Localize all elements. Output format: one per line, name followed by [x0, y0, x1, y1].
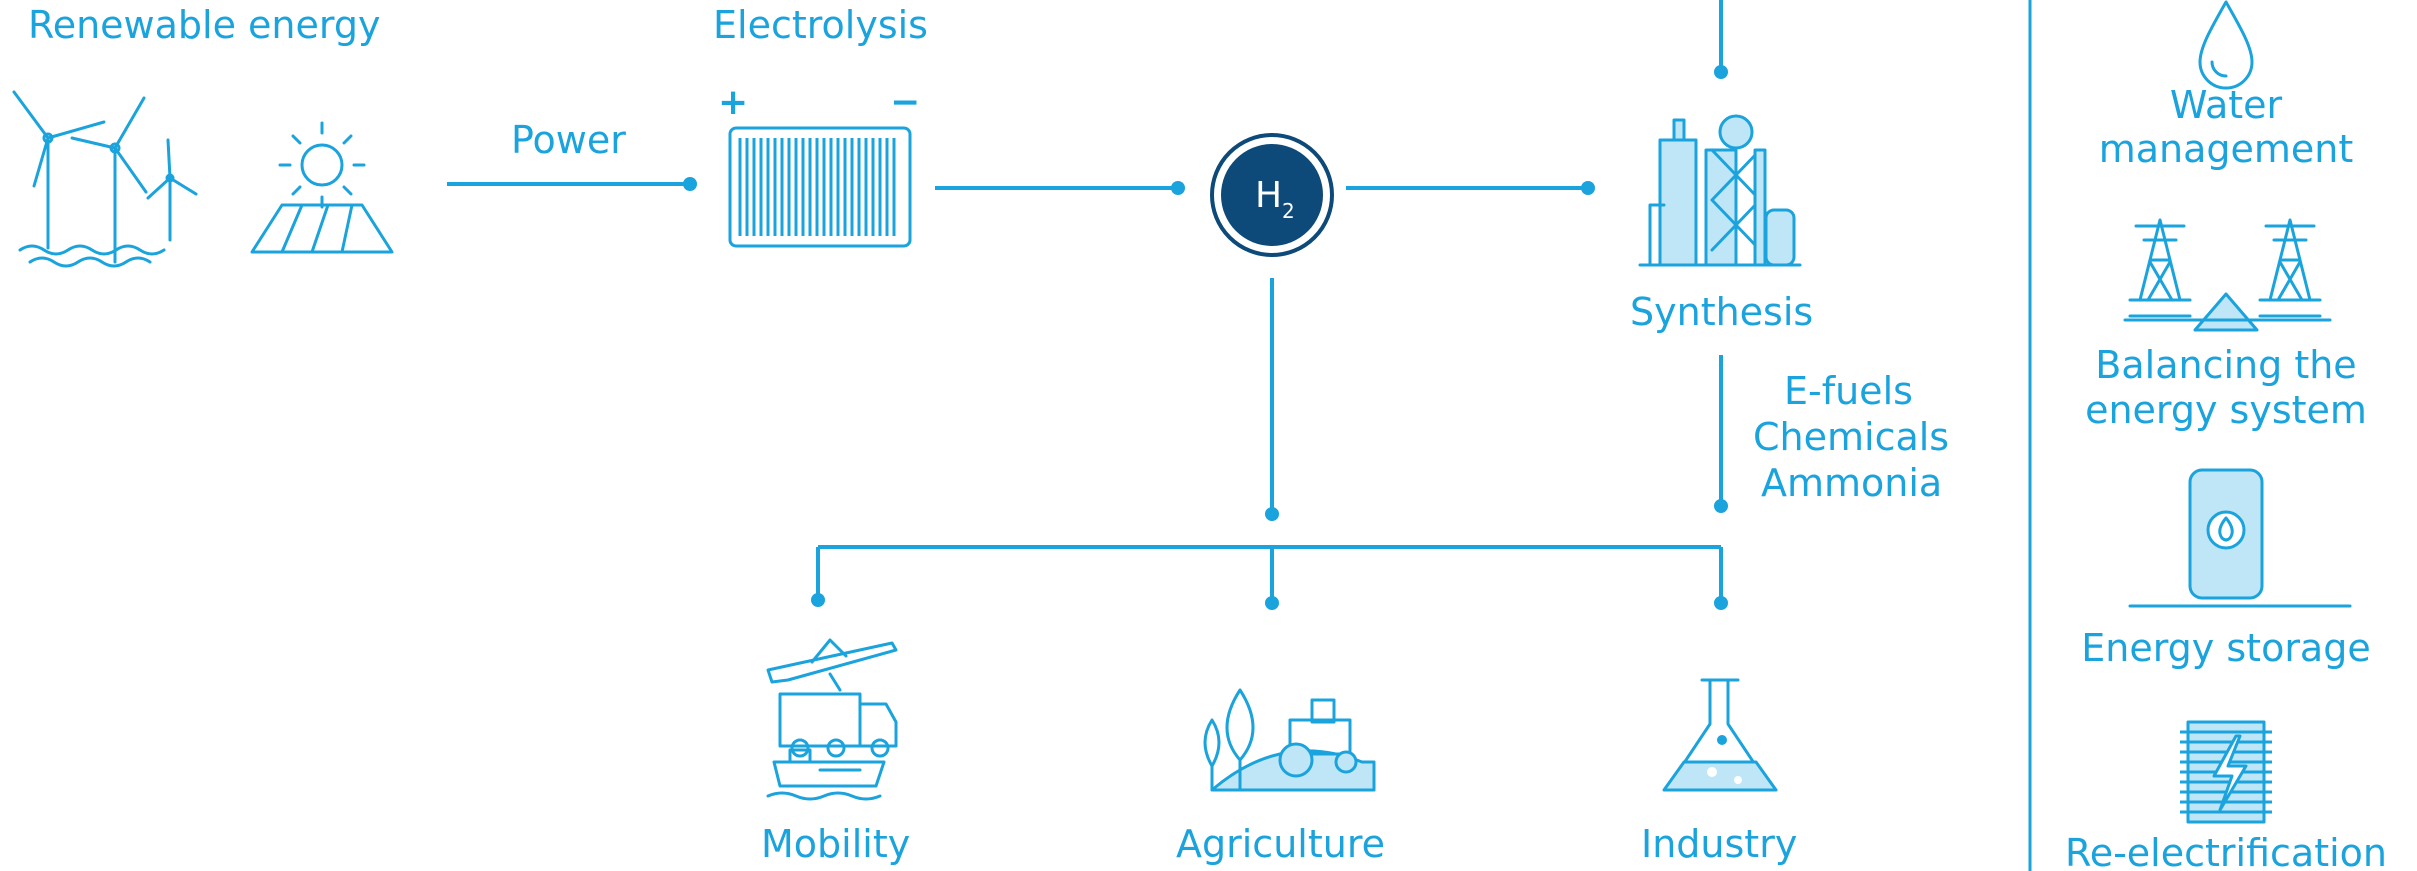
minus-sign: −: [890, 82, 920, 123]
power-tower-icon: [2123, 218, 2332, 332]
synthesis-plant-icon: [1638, 114, 1802, 267]
power-label: Power: [511, 118, 626, 162]
water-management-label-line1: Water: [2170, 83, 2283, 127]
mobility-icon: [766, 638, 898, 801]
agriculture-label: Agriculture: [1176, 822, 1385, 866]
balancing-label-line2: energy system: [2085, 388, 2367, 432]
synthesis-down-dot: [1714, 499, 1728, 513]
water-drop-icon: [2198, 0, 2254, 90]
efuels-label: E-fuels: [1784, 369, 1913, 413]
mobility-label: Mobility: [761, 822, 910, 866]
industry-flask-icon: [1662, 678, 1778, 792]
chemicals-label: Chemicals: [1753, 415, 1949, 459]
electrolyser-icon: + −: [718, 82, 920, 248]
h2-symbol: H: [1255, 175, 1282, 216]
storage-tank-icon: [2128, 468, 2352, 608]
agriculture-branch-dot: [1265, 596, 1279, 610]
mobility-branch-dot: [811, 593, 825, 607]
water-management-label-line2: management: [2099, 127, 2354, 171]
h2-subscript: 2: [1282, 199, 1295, 223]
power-line-dot: [683, 177, 697, 191]
synthesis-label: Synthesis: [1630, 290, 1813, 334]
wind-turbine-icon: [12, 90, 198, 268]
balancing-label-line1: Balancing the: [2095, 343, 2356, 387]
industry-branch-dot: [1714, 596, 1728, 610]
top-feed-dot: [1714, 65, 1728, 79]
energy-storage-label: Energy storage: [2081, 626, 2370, 670]
industry-label: Industry: [1641, 822, 1797, 866]
connector-lines: [447, 0, 2032, 871]
ammonia-label: Ammonia: [1761, 461, 1942, 505]
plus-sign: +: [718, 82, 748, 123]
solar-panel-icon: [250, 121, 394, 254]
renewable-energy-label: Renewable energy: [28, 3, 380, 47]
electrolysis-label: Electrolysis: [713, 3, 928, 47]
h2-to-synthesis-dot: [1581, 181, 1595, 195]
re-electrification-label: Re-electrification: [2065, 831, 2387, 871]
electrolysis-to-h2-dot: [1171, 181, 1185, 195]
agriculture-icon: [1203, 688, 1376, 792]
re-electrification-icon: [2180, 720, 2272, 824]
h2-down-dot: [1265, 507, 1279, 521]
hydrogen-node: H 2: [1210, 133, 1334, 257]
